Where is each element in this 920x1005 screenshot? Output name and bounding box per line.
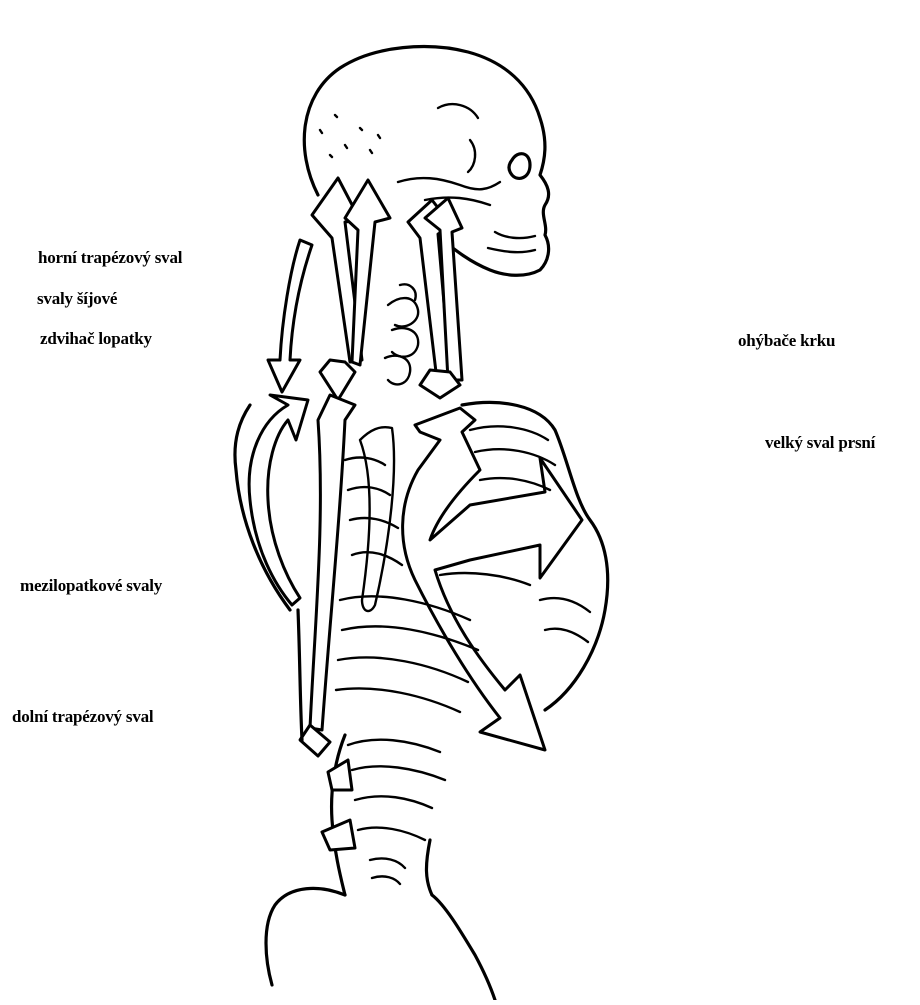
label-rhomboids: mezilopatkové svaly — [20, 576, 162, 596]
label-upper-trapezius: horní trapézový sval — [38, 248, 182, 268]
label-neck-muscles: svaly šíjové — [37, 289, 117, 309]
label-lower-trapezius: dolní trapézový sval — [12, 707, 153, 727]
neck-extensor-arrows — [312, 178, 462, 380]
label-levator-scapulae: zdvihač lopatky — [40, 329, 152, 349]
pectoral-arrows — [403, 408, 582, 750]
cervical-spine — [385, 284, 418, 384]
lumbar-spine — [322, 735, 445, 895]
label-neck-flexors: ohýbače krku — [738, 331, 835, 351]
label-pectoralis-major: velký sval prsní — [765, 433, 875, 453]
pelvis — [266, 888, 495, 1000]
